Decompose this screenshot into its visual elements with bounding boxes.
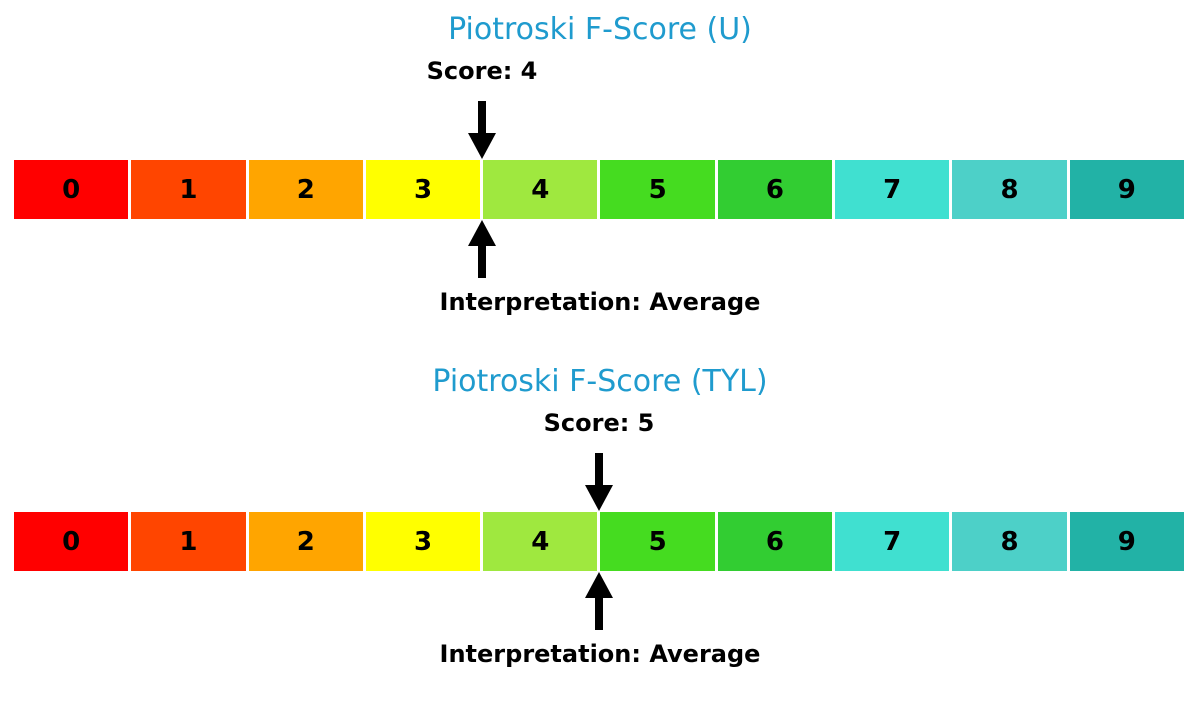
interpretation-label: Interpretation: Average (439, 640, 761, 668)
scale-cell-9: 9 (1069, 160, 1184, 219)
score-label: Score: 4 (426, 57, 538, 85)
score-arrow-down-icon (584, 453, 614, 511)
interpretation-arrow-up-icon (584, 572, 614, 630)
scale-cell-label: 4 (531, 526, 550, 557)
fscore-chart-u: Piotroski F-Score (U) Score: 4 0 1 2 3 4 5 6 7 8… (14, 12, 1184, 316)
scale-cell-8: 8 (952, 512, 1067, 571)
scale-cell-3: 3 (365, 160, 481, 219)
scale-cell-3: 3 (365, 512, 481, 571)
scale-cell-label: 6 (765, 526, 784, 557)
scale-cell-6: 6 (717, 512, 833, 571)
scale-cell-label: 0 (62, 174, 81, 205)
scale-cell-4: 4 (483, 512, 598, 571)
scale-cell-4: 4 (483, 160, 598, 219)
scale-cell-label: 0 (62, 526, 81, 557)
scale-cell-9: 9 (1069, 512, 1184, 571)
scale-cell-7: 7 (835, 512, 950, 571)
scale-cell-7: 7 (835, 160, 950, 219)
interpretation-arrow-up-icon (467, 220, 497, 278)
scale-cell-label: 1 (179, 174, 198, 205)
scale-cell-0: 0 (14, 512, 129, 571)
scale-cell-label: 9 (1117, 174, 1136, 205)
scale-cell-label: 2 (296, 174, 315, 205)
scale-cell-label: 4 (531, 174, 550, 205)
scale-cell-label: 5 (648, 174, 667, 205)
scale-cell-0: 0 (14, 160, 129, 219)
fscore-scale-bar: 0 1 2 3 4 5 6 7 8 9 (14, 160, 1184, 219)
chart-title: Piotroski F-Score (U) (448, 12, 752, 47)
scale-cell-label: 3 (413, 174, 433, 205)
scale-cell-1: 1 (131, 512, 246, 571)
scale-cell-label: 5 (648, 526, 667, 557)
scale-cell-5: 5 (600, 512, 715, 571)
scale-cell-label: 7 (883, 526, 902, 557)
interpretation-label: Interpretation: Average (439, 288, 761, 316)
scale-cell-label: 7 (883, 174, 902, 205)
score-arrow-down-icon (467, 101, 497, 159)
scale-cell-2: 2 (248, 512, 363, 571)
fscore-chart-tyl: Piotroski F-Score (TYL) Score: 5 0 1 2 3 4 5 6… (0, 352, 1200, 702)
scale-cell-label: 8 (1000, 526, 1019, 557)
chart-title: Piotroski F-Score (TYL) (432, 364, 768, 399)
scale-cell-label: 9 (1117, 526, 1136, 557)
scale-cell-label: 2 (296, 526, 315, 557)
scale-cell-2: 2 (248, 160, 363, 219)
scale-cell-1: 1 (131, 160, 246, 219)
scale-cell-6: 6 (717, 160, 833, 219)
scale-cell-label: 1 (179, 526, 198, 557)
scale-cell-label: 8 (1000, 174, 1019, 205)
scale-cell-label: 6 (765, 174, 784, 205)
scale-cell-5: 5 (600, 160, 715, 219)
scale-cell-8: 8 (952, 160, 1067, 219)
score-label: Score: 5 (543, 409, 655, 437)
fscore-scale-bar: 0 1 2 3 4 5 6 7 8 9 (14, 512, 1184, 571)
scale-cell-label: 3 (413, 526, 433, 557)
